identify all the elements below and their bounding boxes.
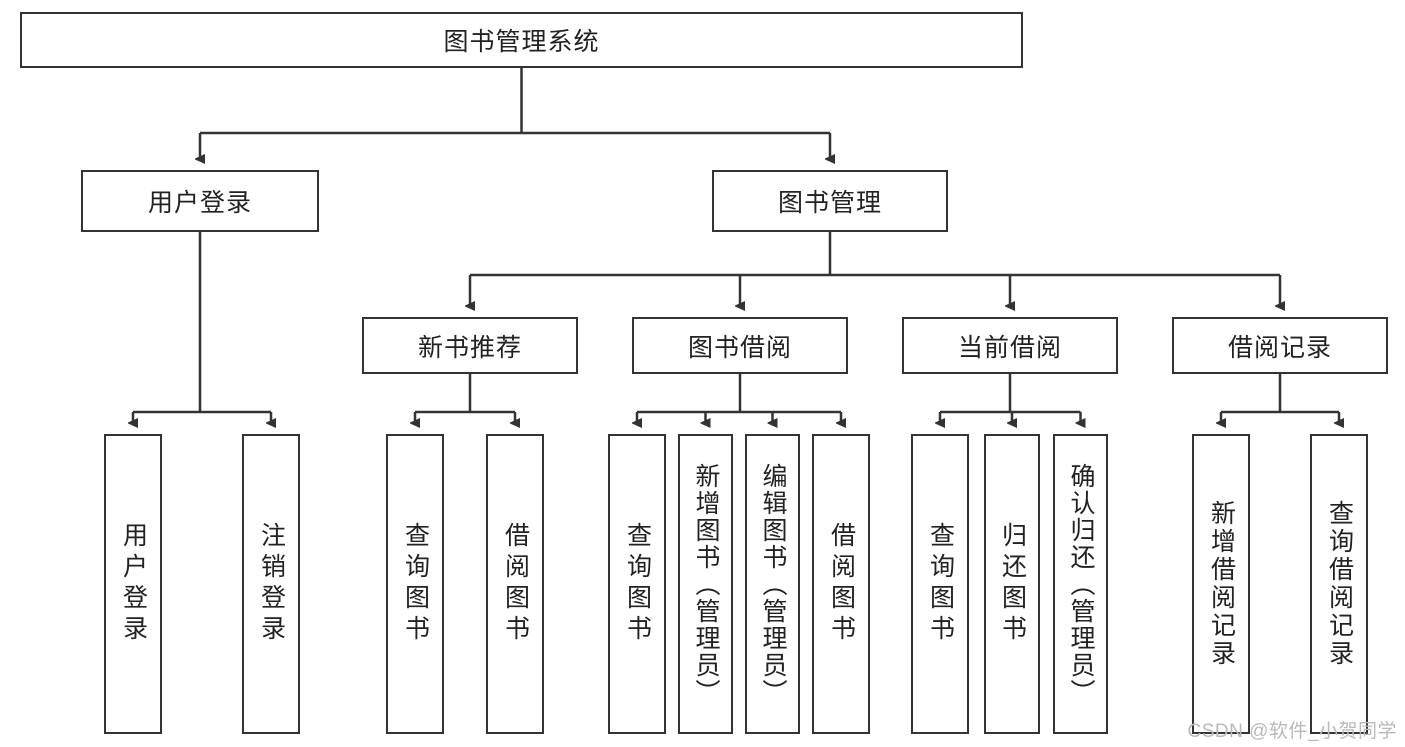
- node-book-borrow[interactable]: 图书借阅: [632, 317, 848, 374]
- node-label: 新增图书（管理员）: [692, 462, 720, 706]
- node-leaf-logout-login[interactable]: 注销登录: [242, 434, 300, 734]
- node-leaf-add-borrow-record[interactable]: 新增借阅记录: [1192, 434, 1250, 734]
- node-current-borrow[interactable]: 当前借阅: [902, 317, 1118, 374]
- watermark-label: CSDN @软件_小贺同学: [1187, 721, 1397, 742]
- node-label: 用户登录: [147, 189, 252, 217]
- node-label: 借阅图书: [501, 522, 530, 646]
- node-label: 当前借阅: [957, 333, 1062, 362]
- node-label: 查询图书: [401, 522, 430, 646]
- node-label: 归还图书: [998, 522, 1027, 646]
- node-label: 确认归还（管理员）: [1067, 462, 1095, 706]
- node-label: 借阅图书: [827, 522, 856, 646]
- node-book-manage[interactable]: 图书管理: [712, 170, 948, 232]
- node-leaf-confirm-return-admin[interactable]: 确认归还（管理员）: [1053, 434, 1108, 734]
- node-leaf-edit-book-admin[interactable]: 编辑图书（管理员）: [745, 434, 800, 734]
- node-leaf-query-book-3[interactable]: 查询图书: [911, 434, 969, 734]
- node-label: 新增借阅记录: [1207, 500, 1236, 668]
- node-label: 用户登录: [119, 522, 148, 646]
- node-leaf-return-book[interactable]: 归还图书: [984, 434, 1040, 734]
- node-label: 注销登录: [257, 522, 286, 646]
- node-leaf-borrow-book-2[interactable]: 借阅图书: [812, 434, 870, 734]
- node-leaf-query-book-1[interactable]: 查询图书: [386, 434, 444, 734]
- node-label: 图书借阅: [687, 333, 792, 362]
- node-label: 查询图书: [926, 522, 955, 646]
- node-label: 图书管理系统: [443, 28, 600, 56]
- node-borrow-record[interactable]: 借阅记录: [1172, 317, 1388, 374]
- node-label: 图书管理: [777, 189, 882, 217]
- node-label: 借阅记录: [1227, 333, 1332, 362]
- node-leaf-add-book-admin[interactable]: 新增图书（管理员）: [678, 434, 733, 734]
- node-leaf-borrow-book-1[interactable]: 借阅图书: [486, 434, 544, 734]
- node-label: 查询借阅记录: [1325, 500, 1354, 668]
- node-leaf-query-borrow-record[interactable]: 查询借阅记录: [1310, 434, 1368, 734]
- node-user-login[interactable]: 用户登录: [81, 170, 319, 232]
- node-leaf-user-login[interactable]: 用户登录: [104, 434, 162, 734]
- node-new-book-recommend[interactable]: 新书推荐: [362, 317, 578, 374]
- node-label: 编辑图书（管理员）: [759, 462, 787, 706]
- node-label: 查询图书: [623, 522, 652, 646]
- node-label: 新书推荐: [417, 333, 522, 362]
- node-leaf-query-book-2[interactable]: 查询图书: [608, 434, 666, 734]
- node-root-book-management-system[interactable]: 图书管理系统: [20, 12, 1023, 68]
